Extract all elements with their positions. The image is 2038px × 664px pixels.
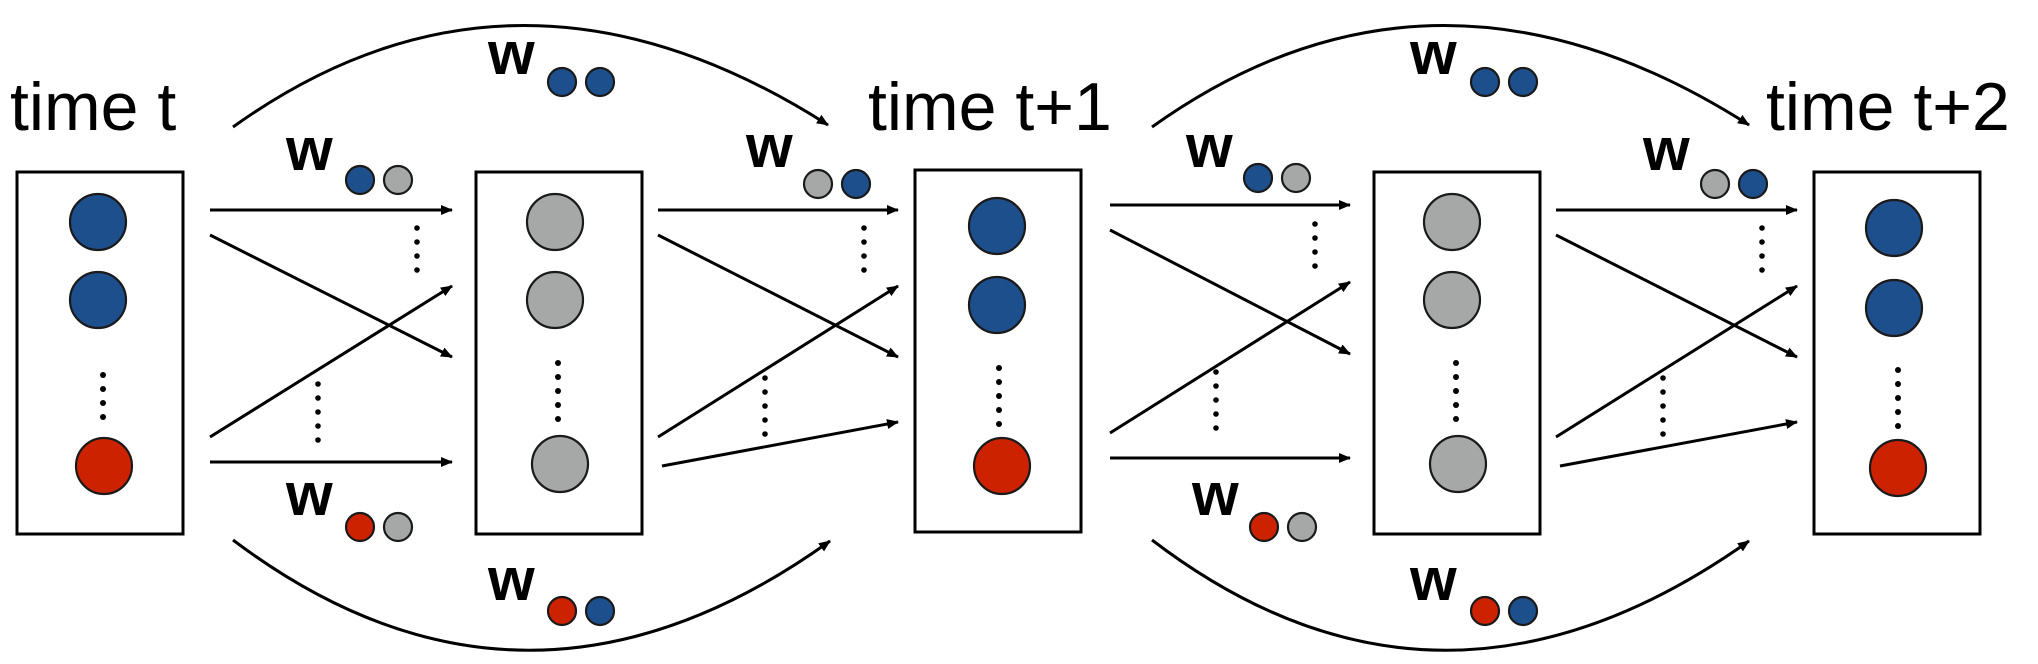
weight-dot (1242, 162, 1274, 194)
weight-dot (1737, 168, 1769, 200)
weight-symbol: w (1642, 116, 1690, 183)
weight-symbol: w (1409, 20, 1457, 87)
time-label-t-plus-1: time t+1 (868, 69, 1112, 145)
weight-label-bottom-mid-1: w (285, 461, 414, 543)
hidden-node (1422, 192, 1482, 252)
hidden-node (525, 270, 585, 330)
weight-symbol: w (487, 546, 535, 613)
weight-label-mid-1: w (285, 116, 414, 196)
visible-node-blue (68, 192, 128, 252)
weight-label-mid-3: w (1185, 113, 1312, 194)
weight-dot (1469, 595, 1501, 627)
visible-node-blue (967, 275, 1027, 335)
weight-symbol: w (1185, 113, 1233, 180)
weight-dot (1248, 511, 1280, 543)
connections-hidden-to-t-plus-1 (657, 205, 899, 468)
connections-t-plus-1-to-hidden (1109, 200, 1351, 463)
weight-label-mid-2: w (745, 113, 872, 200)
visible-node-red (972, 436, 1032, 496)
layer-0-nodes (68, 192, 134, 496)
weight-symbol: w (285, 461, 333, 528)
hidden-node (1428, 434, 1488, 494)
weight-dot (344, 164, 376, 196)
hidden-node (1422, 270, 1482, 330)
connections-t-to-hidden (209, 205, 453, 467)
layer-1-nodes (525, 192, 590, 494)
connections-hidden-to-t-plus-2 (1555, 205, 1798, 468)
weight-dot (1699, 168, 1731, 200)
time-label-t: time t (10, 69, 176, 145)
hidden-node (525, 192, 585, 252)
layer-4-nodes (1864, 198, 1928, 498)
weight-dot (1507, 66, 1539, 98)
weight-dot (1469, 66, 1501, 98)
visible-node-blue (1864, 278, 1924, 338)
weight-dot (802, 168, 834, 200)
weight-dot (546, 66, 578, 98)
node-ellipsis (100, 360, 1901, 429)
visible-node-blue (1864, 198, 1924, 258)
weight-label-top-1: w (487, 20, 616, 98)
visible-node-red (74, 436, 134, 496)
weight-dot (584, 595, 616, 627)
weight-dot (1507, 595, 1539, 627)
weight-label-bottom-mid-2: w (1191, 461, 1318, 543)
hidden-node (530, 434, 590, 494)
weight-symbol: w (745, 113, 793, 180)
layer-2-nodes (967, 196, 1032, 496)
weight-dot (1280, 162, 1312, 194)
time-label-t-plus-2: time t+2 (1766, 69, 2010, 145)
layer-3-nodes (1422, 192, 1488, 494)
weight-dot (1286, 511, 1318, 543)
weight-label-mid-4: w (1642, 116, 1769, 200)
weight-label-top-2: w (1409, 20, 1539, 98)
visible-node-blue (68, 270, 128, 330)
weight-dot (840, 168, 872, 200)
weight-symbol: w (285, 116, 333, 183)
weight-dot (344, 511, 376, 543)
weight-symbol: w (487, 20, 535, 87)
weight-symbol: w (1191, 461, 1239, 528)
weight-label-bottom-2: w (1409, 546, 1539, 627)
weight-dot (584, 66, 616, 98)
connection-ellipsis (315, 221, 1765, 443)
weight-dot (382, 164, 414, 196)
weight-label-bottom-1: w (487, 546, 616, 627)
visible-node-red (1868, 438, 1928, 498)
weight-dot (546, 595, 578, 627)
weight-symbol: w (1409, 546, 1457, 613)
visible-node-blue (967, 196, 1027, 256)
weight-dot (382, 511, 414, 543)
temporal-arcs (232, 24, 1750, 652)
